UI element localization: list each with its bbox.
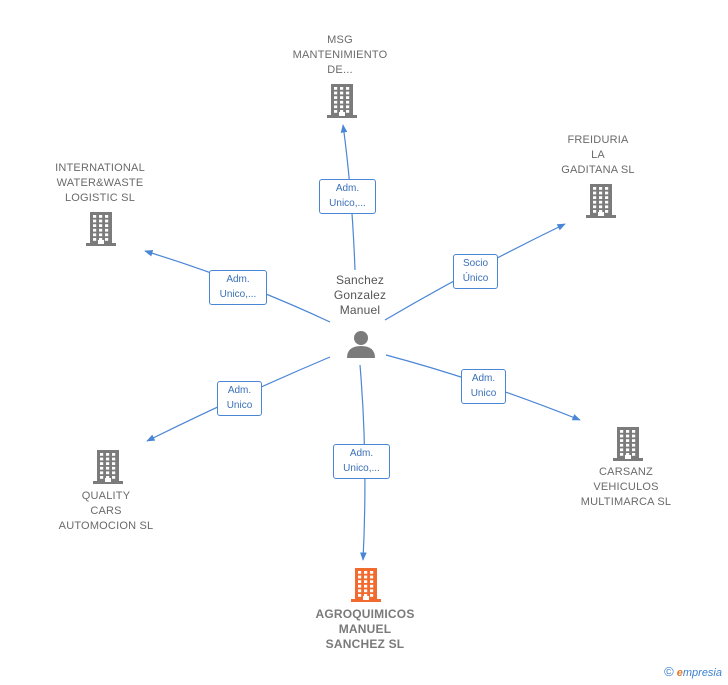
brand-footer[interactable]: ©empresia [664,664,722,679]
company-label-international[interactable]: INTERNATIONAL WATER&WASTE LOGISTIC SL [55,162,145,204]
edge-label-msg: Adm. Unico,... [319,179,376,214]
edge-label-agroquimicos: Adm. Unico,... [333,444,390,479]
edge-label-carsanz: Adm. Unico [461,369,506,404]
building-icon[interactable] [612,427,644,461]
company-label-freiduria[interactable]: FREIDURIA LA GADITANA SL [561,134,635,176]
building-icon[interactable] [585,184,617,218]
building-icon[interactable] [85,212,117,246]
building-icon[interactable] [326,84,358,118]
edge-label-international: Adm. Unico,... [209,270,267,305]
brand-logo-e: e [676,667,683,679]
company-label-carsanz[interactable]: CARSANZ VEHICULOS MULTIMARCA SL [580,466,672,508]
person-name[interactable]: Sanchez Gonzalez Manuel [333,273,387,317]
copyright-symbol: © [664,664,674,679]
edge-label-freiduria: Socio Único [453,254,498,289]
company-label-agroquimicos[interactable]: AGROQUIMICOS MANUEL SANCHEZ SL [315,607,415,651]
building-icon[interactable] [92,450,124,484]
edge-label-quality: Adm. Unico [217,381,262,416]
person-icon[interactable] [346,330,376,358]
company-label-quality[interactable]: QUALITY CARS AUTOMOCION SL [58,490,154,532]
brand-name: mpresia [682,667,722,679]
building-icon[interactable] [350,568,382,602]
company-label-msg[interactable]: MSG MANTENIMIENTO DE... [292,34,388,76]
